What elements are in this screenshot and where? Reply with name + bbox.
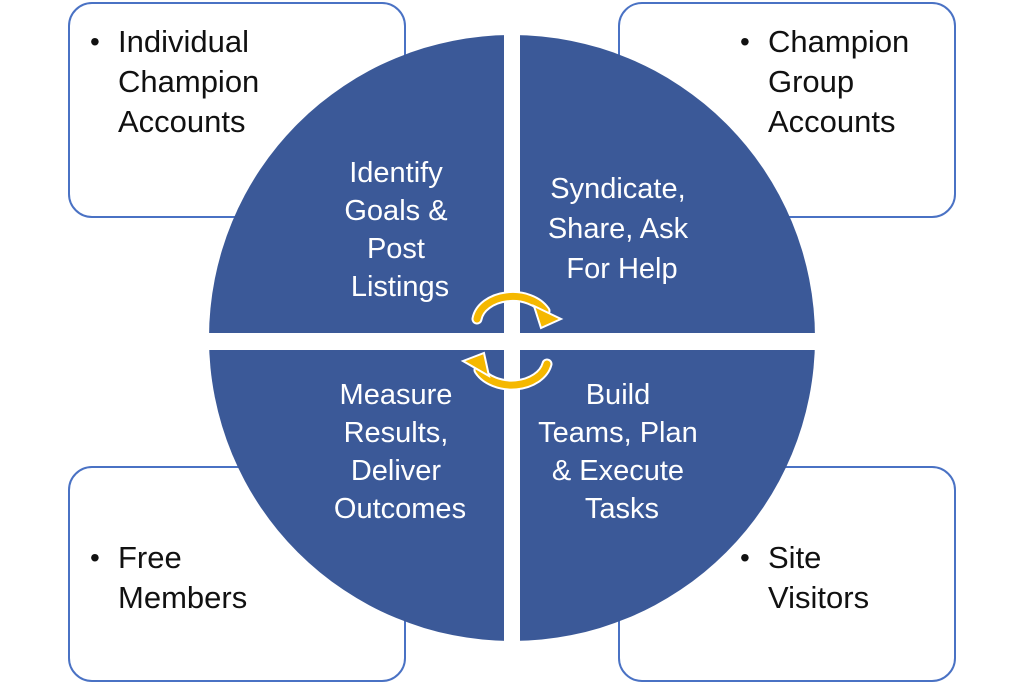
box-text: Site Visitors [768, 538, 869, 618]
box-line: Champion [118, 64, 260, 99]
quadrant-line: & Execute [552, 455, 684, 487]
box-text: Champion Group Accounts [768, 22, 909, 142]
quadrant-line: Identify [349, 157, 443, 189]
quadrant-line: Tasks [585, 493, 659, 525]
quadrant-line: Listings [351, 271, 449, 303]
quadrant-line: Goals & [344, 195, 447, 227]
box-line: Accounts [768, 104, 896, 139]
quadrant-label-bottom-right: Build Teams, Plan & Execute Tasks [538, 379, 706, 525]
box-line: Group [768, 64, 855, 99]
box-line: Individual [118, 24, 249, 59]
quadrant-line: Share, Ask [548, 213, 689, 245]
box-line: Visitors [768, 580, 870, 615]
box-text: Individual Champion Accounts [118, 22, 259, 142]
box-line: Site [768, 540, 822, 575]
quadrant-line: Outcomes [334, 493, 466, 525]
bullet-icon: • [740, 542, 750, 573]
bullet-icon: • [90, 542, 100, 573]
box-line: Free [118, 540, 182, 575]
box-line: Champion [768, 24, 910, 59]
quadrant-line: Syndicate, [550, 173, 685, 205]
quadrant-label-top-left: Identify Goals & Post Listings [344, 157, 455, 303]
box-text: Free Members [118, 538, 247, 618]
quadrant-line: Teams, Plan [538, 417, 698, 449]
box-line: Members [118, 580, 248, 615]
box-line: Accounts [118, 104, 246, 139]
bullet-icon: • [90, 26, 100, 57]
cycle-circle [209, 35, 815, 641]
quadrant-line: Measure [340, 379, 453, 411]
quadrant-line: Deliver [351, 455, 442, 487]
circular-arrows-icon [460, 290, 564, 391]
quadrant-label-bottom-left: Measure Results, Deliver Outcomes [334, 379, 466, 525]
quadrant-label-top-right: Syndicate, Share, Ask For Help [548, 173, 696, 285]
quadrant-line: For Help [566, 253, 677, 285]
quadrant-line: Build [586, 379, 651, 411]
quadrant-build-teams [520, 350, 815, 641]
quadrant-line: Post [367, 233, 425, 265]
quadrant-line: Results, [344, 417, 449, 449]
bullet-icon: • [740, 26, 750, 57]
